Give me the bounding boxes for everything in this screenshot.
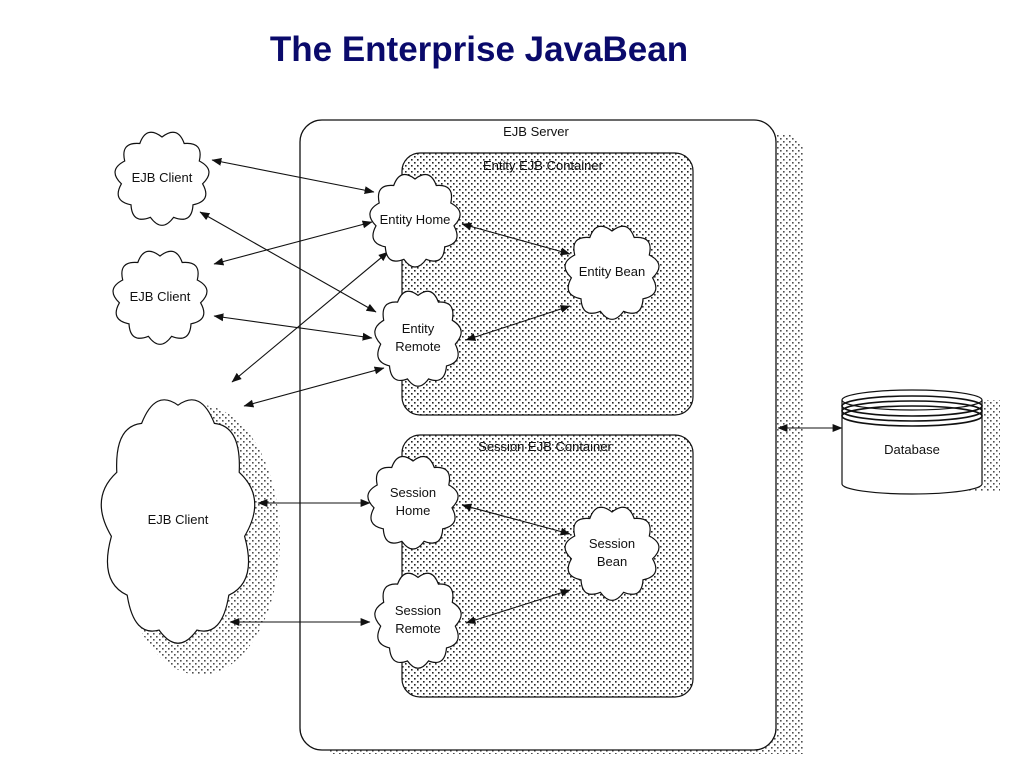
entity-container xyxy=(401,152,694,416)
node-entity-bean: Entity Bean xyxy=(564,225,660,320)
cloud-shape xyxy=(367,455,459,550)
database-disk-ring xyxy=(841,389,983,411)
node-label: Session xyxy=(589,536,635,551)
slide-title: The Enterprise JavaBean xyxy=(269,30,689,69)
node-label: EJB Client xyxy=(148,512,209,527)
node-label: Remote xyxy=(395,621,441,636)
edge-session-home-to-session-bean xyxy=(461,503,571,536)
edge-entity-home-to-entity-bean xyxy=(461,222,571,256)
database-disk-ring xyxy=(841,400,983,422)
node-label: Session xyxy=(395,603,441,618)
node-label: Entity xyxy=(402,321,435,336)
edge-client1-to-entity-home xyxy=(211,157,375,195)
database-disk-ring xyxy=(841,405,983,427)
node-label: EJB Client xyxy=(132,170,193,185)
entity-container-label: Entity EJB Container xyxy=(483,158,604,173)
node-label: Entity Bean xyxy=(579,264,646,279)
cloud-shape xyxy=(114,131,210,226)
node-label: Session xyxy=(390,485,436,500)
cloud-shape xyxy=(369,173,461,268)
cloud-shape xyxy=(112,250,208,345)
node-label: Entity Home xyxy=(380,212,451,227)
edge-client3-to-entity-remote xyxy=(243,366,385,408)
database-disk-ring xyxy=(841,395,983,417)
node-label: Bean xyxy=(597,554,627,569)
node-database: Database xyxy=(841,389,983,495)
node-client1: EJB Client xyxy=(114,131,210,226)
cloud-shape xyxy=(564,225,660,320)
cloud-shape xyxy=(100,399,256,644)
node-label: Database xyxy=(884,442,940,457)
node-entity-home: Entity Home xyxy=(369,173,461,268)
node-label: EJB Client xyxy=(130,289,191,304)
cloud-shape xyxy=(374,290,462,387)
node-client3: EJB Client xyxy=(100,399,256,644)
node-label: Remote xyxy=(395,339,441,354)
node-client2: EJB Client xyxy=(112,250,208,345)
cloud-shape xyxy=(374,572,462,669)
ejb-server-label: EJB Server xyxy=(503,124,569,139)
database-cylinder xyxy=(841,400,983,495)
session-container-label: Session EJB Container xyxy=(478,439,612,454)
cloud-shape xyxy=(564,506,660,601)
edge-client3-to-entity-home xyxy=(231,251,389,383)
edge-session-remote-to-session-bean xyxy=(465,589,571,624)
node-label: Home xyxy=(396,503,431,518)
edge-entity-remote-to-entity-bean xyxy=(465,305,571,341)
session-container xyxy=(401,434,694,698)
